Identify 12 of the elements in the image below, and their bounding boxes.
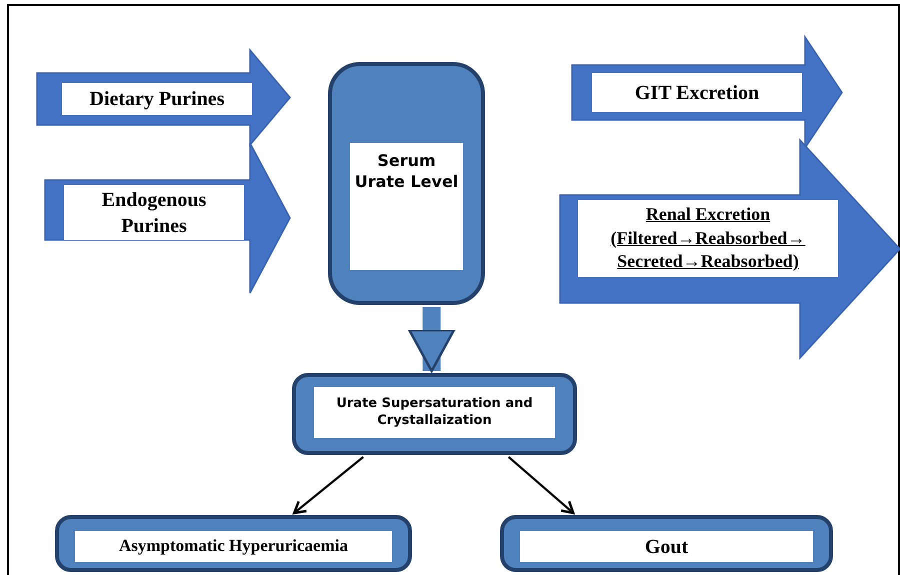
block-arrow [408,307,456,372]
node-label: Renal Excretion [646,203,770,226]
node-label: Gout [644,534,688,560]
node-label: GIT Excretion [634,80,760,106]
node-label: Serum Urate Level [354,151,460,193]
node-label: Urate Supersaturation and Crystallaization [335,396,534,430]
node-label: Dietary Purines [90,87,224,112]
node-label: Endogenous Purines [100,188,208,238]
arrow [292,456,364,514]
node-label: Asymptomatic Hyperuricaemia [119,535,348,558]
node-label: (Filtered→Reabsorbed→ Secreted→Reabsorbed) [610,226,806,274]
arrow [508,456,574,514]
